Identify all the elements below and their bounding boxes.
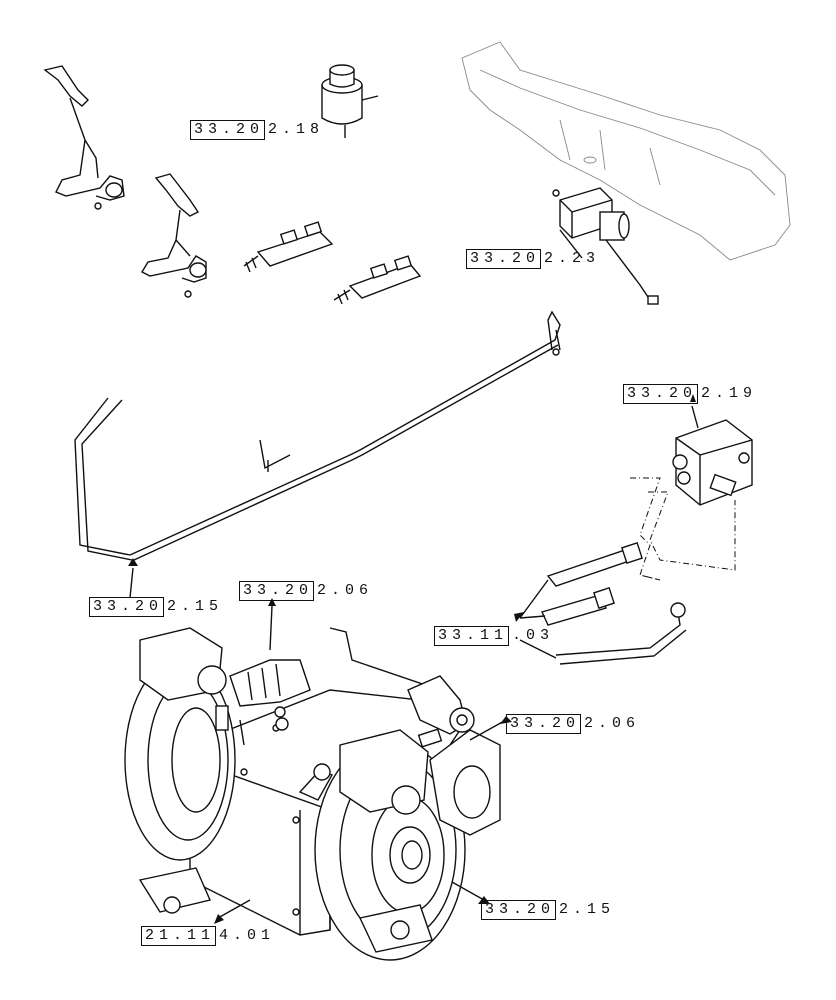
valve-block — [672, 419, 753, 506]
ref-rest-part: 2.06 — [317, 582, 374, 599]
ref-rest-part: .03 — [512, 627, 555, 644]
ref-rest-part: 2.15 — [167, 598, 224, 615]
brake-pedal-right — [141, 173, 207, 298]
master-cylinder-2 — [333, 255, 422, 305]
solenoid-valve — [552, 187, 659, 305]
ref-boxed-part: 33.20 — [506, 714, 582, 734]
ref-boxed-part: 33.11 — [434, 626, 510, 646]
ref-rest-part: 2.19 — [701, 385, 758, 402]
ref-label-33-110-03[interactable]: 33.11.03 — [434, 626, 554, 646]
fluid-reservoir — [321, 64, 379, 138]
ref-rest-part: 2.23 — [544, 250, 601, 267]
ref-boxed-part: 33.20 — [481, 900, 557, 920]
ref-boxed-part: 33.20 — [190, 120, 266, 140]
chassis-frame-outline — [461, 41, 791, 261]
ref-rest-part: 2.18 — [268, 121, 325, 138]
master-cylinder-1 — [243, 221, 334, 273]
ref-boxed-part: 33.20 — [466, 249, 542, 269]
leader-lines — [128, 229, 699, 924]
transmission-axle-assembly — [124, 627, 501, 961]
brake-pedal-left — [43, 65, 125, 210]
ref-rest-part: 2.15 — [559, 901, 616, 918]
hydraulic-hoses — [541, 477, 736, 665]
ref-boxed-part: 33.20 — [239, 581, 315, 601]
ref-boxed-part: 33.20 — [623, 384, 699, 404]
ref-boxed-part: 33.20 — [89, 597, 165, 617]
ref-boxed-part: 21.11 — [141, 926, 217, 946]
ref-rest-part: 2.06 — [584, 715, 641, 732]
brake-pipe — [74, 310, 561, 561]
ref-rest-part: 4.01 — [219, 927, 276, 944]
